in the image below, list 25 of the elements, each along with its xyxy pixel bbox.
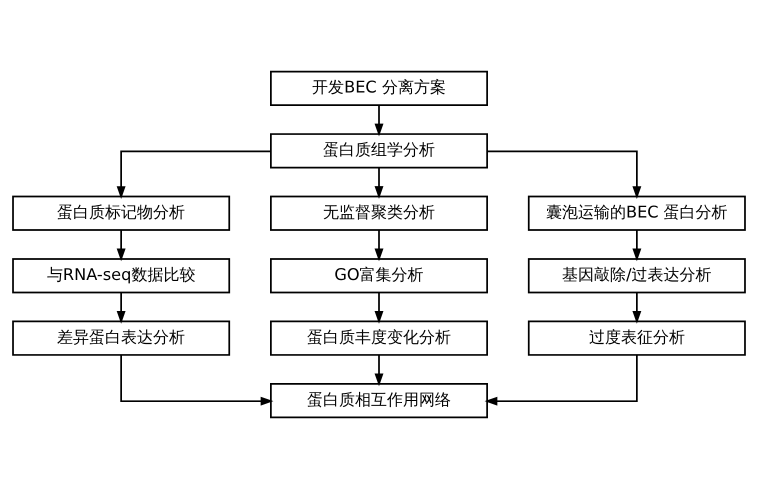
arrow <box>374 104 384 136</box>
arrow <box>374 167 384 198</box>
node-box: 开发BEC 分离方案 <box>270 70 488 106</box>
node-box: 过度表征分析 <box>528 320 746 356</box>
arrow <box>484 354 638 406</box>
arrow <box>120 354 274 406</box>
node-box: 蛋白质相互作用网络 <box>270 382 488 418</box>
node-box: 蛋白质丰度变化分析 <box>270 320 488 356</box>
arrow <box>632 230 642 261</box>
arrow <box>374 354 384 386</box>
arrow <box>116 230 126 261</box>
node-box: 差异蛋白表达分析 <box>12 320 230 356</box>
arrow <box>487 150 642 198</box>
node-box: 蛋白质标记物分析 <box>12 195 230 230</box>
arrow <box>374 230 384 261</box>
node-box: GO富集分析 <box>270 258 488 293</box>
arrow <box>116 292 126 324</box>
node-box: 与RNA-seq数据比较 <box>12 258 230 293</box>
arrow <box>632 292 642 324</box>
node-box: 基因敲除/过表达分析 <box>528 258 746 293</box>
arrow <box>116 150 271 198</box>
arrow <box>374 292 384 324</box>
node-box: 蛋白质组学分析 <box>270 132 488 168</box>
node-box: 无监督聚类分析 <box>270 195 488 230</box>
node-box: 囊泡运输的BEC 蛋白分析 <box>528 195 746 230</box>
